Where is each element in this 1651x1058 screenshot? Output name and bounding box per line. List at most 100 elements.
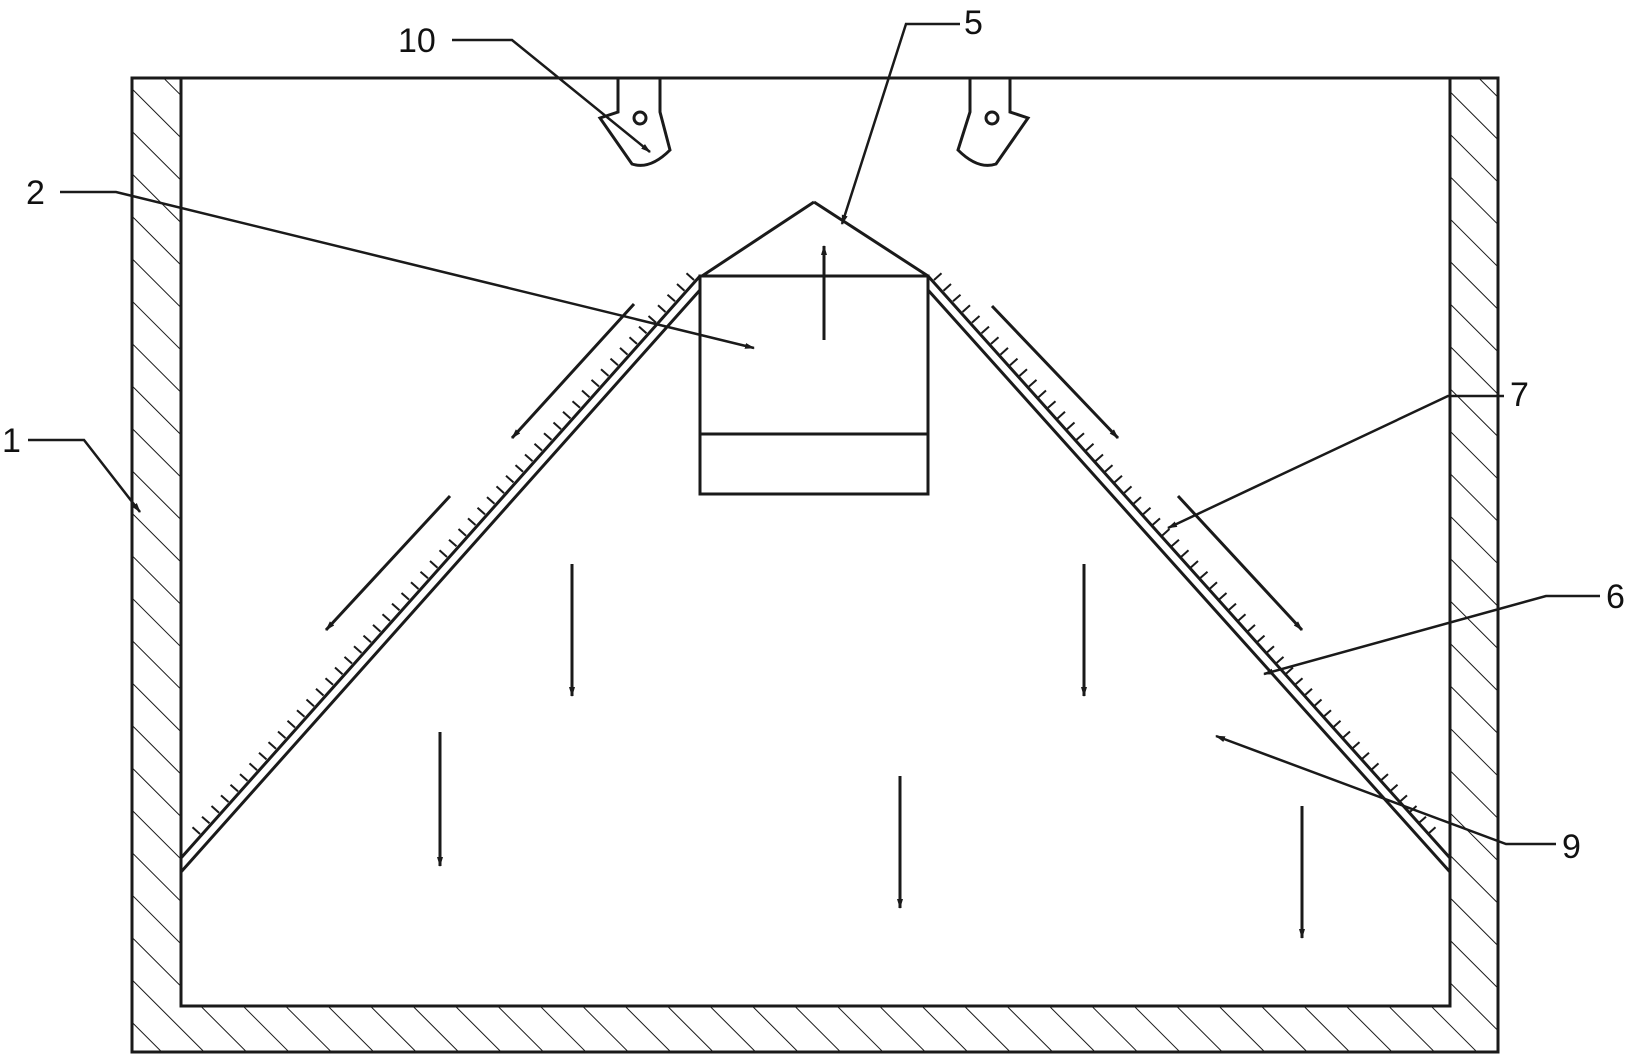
label-1: 1 xyxy=(2,422,21,460)
bristle xyxy=(277,730,287,739)
leader-line-5 xyxy=(840,22,960,225)
bristle xyxy=(381,613,391,622)
bristle xyxy=(353,645,363,654)
label-5: 5 xyxy=(964,4,983,42)
label-2: 2 xyxy=(26,174,45,212)
bristle xyxy=(1018,368,1028,377)
bristle xyxy=(1085,443,1095,452)
bristle xyxy=(1094,453,1104,462)
nozzle-right xyxy=(956,78,1031,167)
leader-line-2 xyxy=(60,190,755,350)
label-7: 7 xyxy=(1510,376,1529,414)
bristle xyxy=(1332,720,1342,729)
bristle xyxy=(628,336,638,345)
label-6: 6 xyxy=(1606,578,1625,616)
bristle xyxy=(476,506,486,516)
bristle xyxy=(1246,624,1256,633)
bristle xyxy=(1313,698,1323,707)
bristle xyxy=(1028,379,1038,388)
bristle xyxy=(1199,570,1209,580)
bristle xyxy=(229,783,239,793)
bristle xyxy=(1360,752,1370,761)
bristle xyxy=(1265,645,1275,654)
bristle xyxy=(619,347,629,356)
bristle xyxy=(961,304,971,313)
bristle xyxy=(1275,656,1285,665)
bristle xyxy=(305,698,315,707)
bristle xyxy=(258,752,268,761)
bristle xyxy=(505,475,515,484)
flow-arrows-vertical xyxy=(437,245,1305,939)
bristle xyxy=(1142,506,1152,516)
bristle xyxy=(1341,730,1351,739)
bristle xyxy=(191,826,201,835)
flow-arrow xyxy=(324,494,452,632)
leader-lines xyxy=(28,22,1600,846)
bristle xyxy=(1417,815,1427,825)
bristle xyxy=(296,709,306,718)
bristle xyxy=(267,741,277,750)
bristle xyxy=(220,794,230,803)
bristle xyxy=(315,688,325,697)
flow-arrow xyxy=(990,304,1120,440)
bristle xyxy=(1132,496,1142,505)
bristle xyxy=(324,677,334,686)
nozzle-left xyxy=(597,78,672,167)
bristle xyxy=(410,581,420,590)
bristle xyxy=(600,368,610,377)
bristle xyxy=(1218,592,1228,601)
bristle xyxy=(1237,613,1247,622)
bristle xyxy=(1370,762,1380,771)
leader-line-1 xyxy=(28,438,141,513)
bristle xyxy=(1075,432,1085,441)
bristle xyxy=(1322,709,1332,718)
bristle xyxy=(1303,688,1313,697)
bristle xyxy=(400,592,410,601)
bristle xyxy=(581,389,591,398)
bristle xyxy=(666,293,676,303)
bristle xyxy=(1113,475,1123,484)
bristle xyxy=(467,517,477,526)
bristle xyxy=(334,666,344,675)
bristle xyxy=(1151,517,1161,526)
bristle xyxy=(952,293,962,303)
bristles-right xyxy=(933,272,1437,835)
bristle xyxy=(685,272,695,281)
bristle xyxy=(1389,783,1399,793)
housing-wall xyxy=(130,76,1500,1054)
roof-peak xyxy=(701,200,929,278)
bristle xyxy=(429,560,439,569)
bristle xyxy=(933,272,943,281)
bristle xyxy=(495,485,505,494)
inclined-plate-left xyxy=(179,275,702,873)
leader-line-7 xyxy=(1167,394,1504,530)
bristle xyxy=(524,453,534,462)
bristle xyxy=(609,357,619,366)
bristle xyxy=(1170,538,1180,548)
bristle xyxy=(543,432,553,441)
bristle xyxy=(657,304,667,313)
bristle xyxy=(1208,581,1218,590)
central-box xyxy=(698,274,930,496)
leader-line-9 xyxy=(1215,734,1556,846)
bristle xyxy=(1161,528,1171,537)
bristle xyxy=(1379,773,1389,782)
housing-wall-hatched xyxy=(130,76,1500,1054)
bristle xyxy=(647,315,657,324)
bristle xyxy=(286,720,296,729)
bristle xyxy=(1104,464,1114,473)
bristle xyxy=(1189,560,1199,569)
label-9: 9 xyxy=(1562,828,1581,866)
bristle xyxy=(248,762,258,771)
bristle xyxy=(1294,677,1304,686)
bristle xyxy=(1284,666,1294,675)
bristle xyxy=(552,421,562,430)
bristle xyxy=(942,283,952,292)
bristle xyxy=(1037,389,1047,398)
bristle xyxy=(486,496,496,505)
bristle xyxy=(571,400,581,409)
bristle xyxy=(1047,400,1057,409)
bristle xyxy=(239,773,249,782)
bristle xyxy=(1227,602,1237,612)
